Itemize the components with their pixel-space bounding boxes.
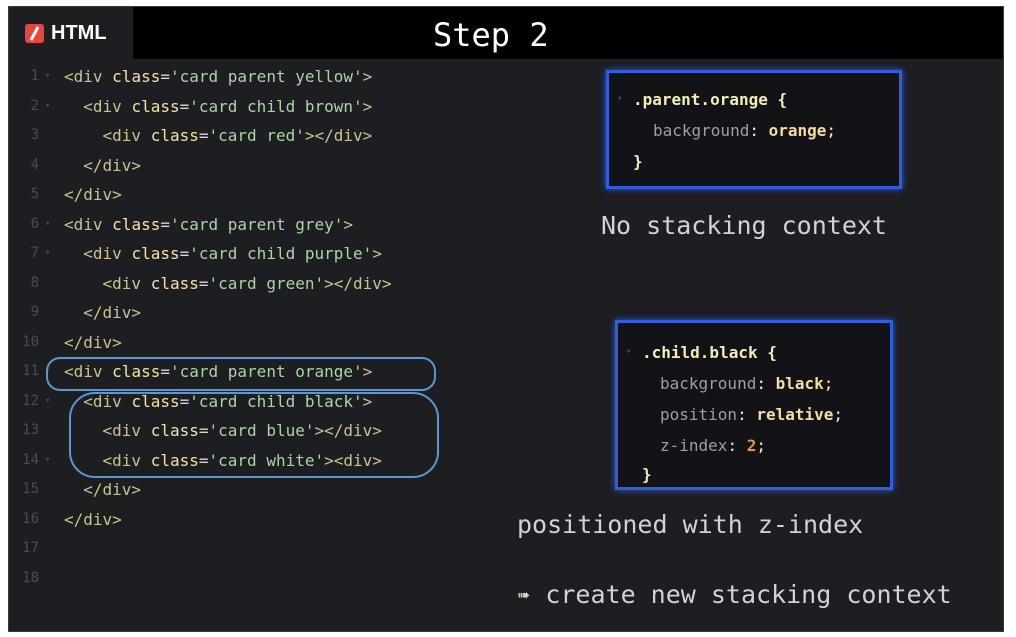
css-rule-child-black: ▾ .child.black { background: black; posi… [615,320,893,490]
line-number: 17 [22,540,39,556]
code-line[interactable]: 6 ▾ <div class='card parent grey'> [9,210,489,239]
no-stacking-context-note: No stacking context [601,211,887,240]
creates-context-note: ➠ create new stacking context [517,580,952,609]
code-line[interactable]: 16 </div> [9,505,489,534]
line-number: 12 [22,392,39,409]
code-text: <div class='card red'></div> [102,126,373,145]
fold-arrow-icon[interactable]: ▾ [45,395,51,406]
code-line[interactable]: 11▾<div class='card parent orange'> [9,357,489,386]
line-number: 4 [30,156,39,173]
code-line[interactable]: 13 <div class='card blue'></div> [9,416,489,445]
code-line[interactable]: 4 </div> [9,151,489,180]
editor-window: HTML Step 2 1 ▾ <div class='card parent ye… [8,6,1004,632]
code-text: </div> [83,303,142,322]
css-rule-parent-orange: ▾ .parent.orange { background: orange; } [606,70,902,189]
css-selector-line: .parent.orange { [633,90,788,109]
line-number: 3 [30,127,39,143]
code-text: <div class='card parent yellow'> [64,67,373,86]
css-close-brace: } [633,152,643,171]
line-number: 16 [22,510,39,527]
line-number: 10 [22,333,39,350]
css-declaration: z-index: 2; [660,436,766,455]
code-text: </div> [64,509,122,529]
fold-arrow-icon: ▾ [617,94,623,104]
css-declaration: background: orange; [653,121,837,140]
html-file-icon [25,24,44,43]
line-number: 1 [30,68,39,84]
line-number: 13 [22,422,39,438]
arrow-right-icon: ➠ [517,584,531,609]
highlight-child-black [69,392,439,478]
code-line[interactable]: 10 </div> [9,328,489,357]
code-text: <div class='card blue'></div> [102,421,382,440]
fold-arrow-icon[interactable]: ▾ [45,71,51,81]
code-text: </div> [64,332,122,352]
code-line[interactable]: 12 ▾ <div class='card child black'> [9,387,489,416]
line-number: 14 [22,451,39,468]
code-text: <div class='card child purple'> [83,244,382,263]
line-number: 7 [30,245,39,261]
code-line[interactable]: 15 </div> [9,475,489,504]
line-number: 11 [22,363,39,379]
code-text: <div class='card child black'> [83,391,373,411]
line-number: 2 [30,97,39,114]
highlight-parent-orange [46,357,436,391]
code-text: <div class='card parent orange'> [64,362,373,381]
code-line[interactable]: 5 </div> [9,180,489,209]
css-close-brace: } [642,465,652,484]
line-number: 15 [22,481,39,497]
code-text: </div> [83,480,142,499]
code-text: <div class='card parent grey'> [64,214,354,234]
code-line[interactable]: 9 </div> [9,298,489,327]
html-tab-label: HTML [51,22,107,44]
fold-arrow-icon: ▾ [626,347,632,357]
fold-arrow-icon[interactable]: ▾ [45,100,51,111]
css-declaration: background: black; [660,374,834,393]
line-number: 9 [30,304,39,320]
code-text: <div class='card white'><div> [102,450,382,470]
top-bar: HTML Step 2 [9,7,1003,59]
fold-arrow-icon[interactable]: ▾ [45,218,51,229]
line-number: 8 [30,274,39,291]
fold-arrow-icon[interactable]: ▾ [45,454,51,465]
code-line[interactable]: 18 [9,564,489,593]
code-line[interactable]: 1 ▾ <div class='card parent yellow'> [9,62,489,91]
code-text: </div> [83,155,142,175]
fold-arrow-icon[interactable]: ▾ [45,248,51,258]
line-number: 6 [30,215,39,232]
line-number: 5 [30,186,39,202]
code-text: </div> [64,185,122,204]
code-text: <div class='card green'></div> [102,273,392,293]
code-line[interactable]: 8 <div class='card green'></div> [9,269,489,298]
css-selector-line: .child.black { [642,343,777,362]
line-number: 18 [22,569,39,586]
code-text: <div class='card child brown'> [83,96,373,116]
css-declaration: position: relative; [660,405,844,424]
html-tab[interactable]: HTML [9,7,133,59]
positioned-note: positioned with z-index [517,510,864,539]
code-line[interactable]: 7 ▾ <div class='card child purple'> [9,239,489,268]
code-line[interactable]: 2 ▾ <div class='card child brown'> [9,92,489,121]
step-title: Step 2 [433,16,549,54]
code-line[interactable]: 3 <div class='card red'></div> [9,121,489,150]
code-line[interactable]: 14 ▾ <div class='card white'><div> [9,446,489,475]
code-line[interactable]: 17 [9,534,489,563]
